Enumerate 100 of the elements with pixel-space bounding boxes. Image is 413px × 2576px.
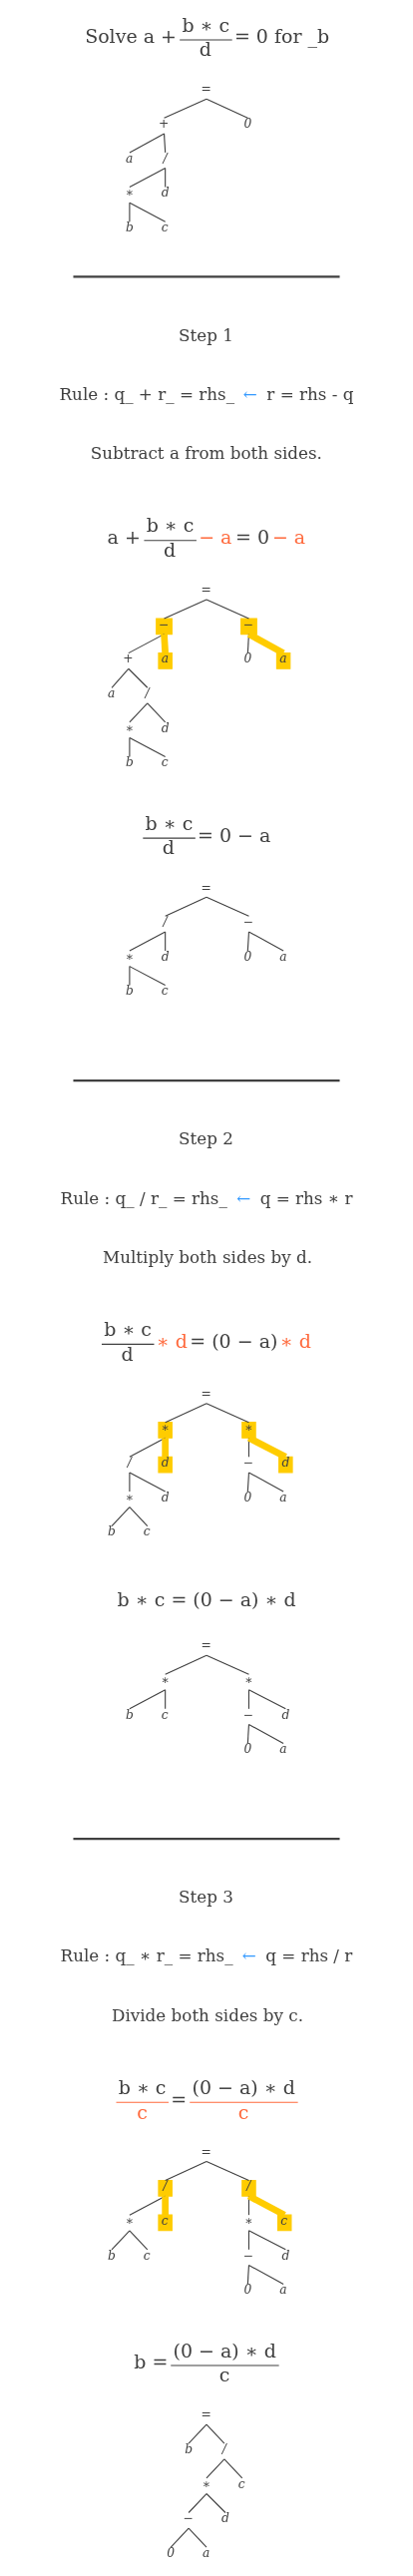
connector: [129, 966, 167, 987]
label: b =: [134, 2351, 169, 2373]
connector: [247, 1723, 284, 1745]
label: ∗ d: [156, 1329, 188, 1352]
node-text: d: [161, 1490, 170, 1504]
label: ←: [242, 383, 257, 404]
label: b ∗ c: [182, 13, 230, 36]
label: Subtract a from both sides.: [90, 443, 322, 464]
connector: [223, 2458, 243, 2479]
label: Rule : q_ / r_ = rhs_: [60, 1187, 227, 1208]
label: (0 − a) ∗ d: [192, 2076, 295, 2099]
connector: [129, 1437, 167, 1458]
label: ←: [236, 1187, 251, 1208]
node-text: ∗: [125, 720, 134, 735]
node-text: 0: [243, 1742, 252, 1757]
connector: [246, 931, 249, 952]
node-text: a: [279, 949, 287, 964]
node-text: 0: [243, 2283, 252, 2298]
node-text: 0: [243, 1490, 252, 1504]
node-text: c: [161, 1707, 169, 1722]
node-text: =: [201, 2144, 211, 2159]
node-text: ∗: [202, 2476, 210, 2491]
connector: [246, 2264, 249, 2285]
node-box: /: [158, 2179, 173, 2197]
connector: [111, 2230, 131, 2251]
node-text: =: [201, 2407, 211, 2422]
connector: [164, 98, 207, 119]
node-text: −: [242, 1456, 254, 1471]
connector: [162, 2196, 169, 2216]
label: b ∗ c: [146, 514, 195, 537]
node-box: c: [276, 2214, 292, 2232]
connector: [129, 931, 167, 952]
label: Rule : q_ + r_ = rhs_: [59, 383, 235, 404]
connector: [247, 2230, 249, 2251]
node-text: b: [185, 2442, 194, 2457]
connector: [247, 1472, 284, 1493]
connector: [206, 2423, 225, 2444]
node-box: −: [240, 618, 257, 636]
node-text: b: [108, 2248, 116, 2263]
node-text: −: [242, 1707, 254, 1722]
connector: [188, 2423, 207, 2444]
connector: [165, 931, 167, 952]
connector: [129, 737, 131, 758]
label: d: [199, 38, 211, 61]
node-box: /: [241, 2179, 256, 2197]
node-text: d: [161, 186, 170, 201]
label: r = rhs - q: [266, 383, 354, 404]
label: Divide both sides by c.: [112, 2004, 303, 2025]
connector: [129, 1506, 149, 1527]
node-text: =: [201, 880, 211, 895]
node-text: /: [163, 915, 168, 930]
connector: [165, 167, 167, 189]
node-box: d: [278, 1456, 293, 1474]
node-text: ∗: [161, 1673, 170, 1688]
connector: [165, 2160, 207, 2182]
node-text: d: [161, 720, 170, 735]
node-text: /: [221, 2442, 226, 2457]
label: c: [237, 2100, 249, 2123]
node-text: ∗: [125, 1490, 134, 1504]
node-text: /: [127, 1456, 132, 1471]
node-text: a: [279, 2283, 287, 2298]
label: d: [163, 539, 177, 562]
connector: [206, 896, 249, 917]
node-text: ∗: [125, 2213, 134, 2228]
connector: [111, 1506, 131, 1527]
node-text: b: [125, 220, 134, 234]
node-text: −: [242, 2248, 254, 2263]
node-text: 0: [243, 949, 252, 964]
connector: [128, 667, 149, 688]
connector: [129, 1472, 167, 1493]
connector: [246, 1472, 249, 1493]
node-text: ∗: [243, 1673, 253, 1688]
node-text: −: [183, 2511, 194, 2526]
connector: [247, 931, 284, 952]
label: Step 2: [179, 1128, 233, 1149]
label: Rule : q_ ∗ r_ = rhs_: [60, 1945, 233, 1966]
label: Multiply both sides by d.: [103, 1246, 313, 1267]
connector: [170, 2527, 190, 2548]
label: Step 1: [179, 324, 233, 345]
connector: [206, 2492, 226, 2514]
connector: [128, 634, 166, 654]
label: q = rhs / r: [265, 1945, 353, 1966]
connector: [165, 1689, 167, 1710]
label: c: [218, 2363, 230, 2386]
connector: [247, 2230, 286, 2251]
node-text: c: [161, 755, 169, 770]
node-box: −: [156, 618, 173, 636]
connector: [247, 1689, 249, 1710]
connector: [247, 2264, 284, 2285]
connector: [111, 667, 130, 688]
label: − a: [271, 526, 306, 549]
connector: [206, 98, 248, 119]
label: Step 3: [179, 1887, 233, 1908]
node-text: +: [123, 651, 134, 666]
node-text: d: [161, 949, 170, 964]
label: a +: [107, 526, 141, 549]
node-text: =: [201, 82, 211, 97]
node-box: c: [158, 2214, 173, 2232]
node-text: =: [201, 1638, 211, 1653]
label: = (0 − a): [190, 1329, 278, 1352]
